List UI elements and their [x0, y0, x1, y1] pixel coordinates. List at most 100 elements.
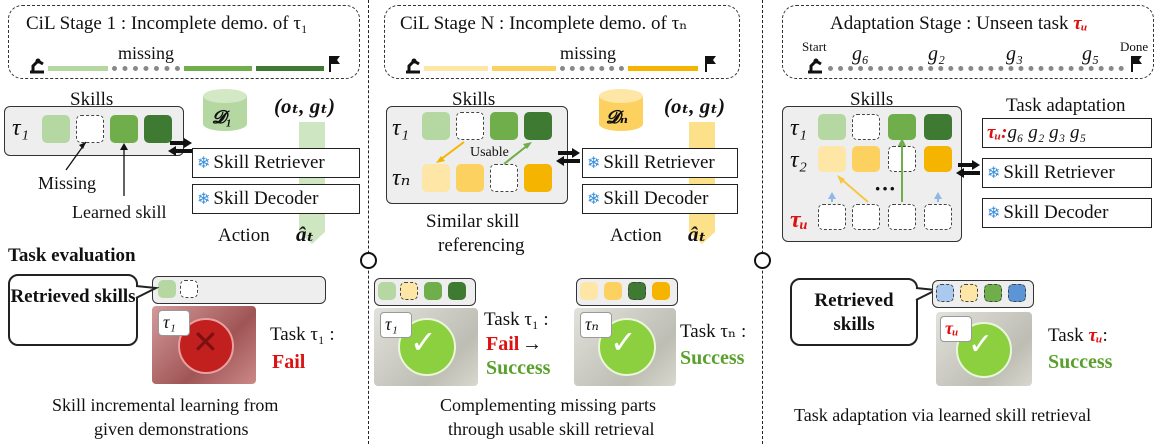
adapt-link-arrow [956, 160, 980, 178]
stageN-photo2-tau: τₙ [585, 314, 599, 334]
frozen-icon: ❄ [587, 155, 601, 172]
check-mark: ✓ [410, 323, 437, 361]
robot-arm-icon [406, 58, 420, 74]
check-mark: ✓ [968, 327, 994, 362]
demo-segment-learned [48, 66, 108, 71]
frozen-icon: ❄ [197, 191, 211, 208]
photo-tau-tag [158, 310, 190, 336]
skill-learned [888, 114, 916, 140]
stageN-task1-success: Success [486, 357, 551, 379]
stageN-flow-arrow-head [689, 232, 715, 244]
stage1-caption-2: given demonstrations [94, 419, 249, 439]
stage1-obs: (oₜ, gₜ) [274, 94, 336, 118]
stageN-caption-2: through usable skill retrieval [448, 419, 655, 439]
goal-flag-icon [1131, 56, 1142, 72]
retrieved-skill-missing [180, 280, 198, 298]
photo-tau-tag [940, 316, 972, 342]
goal-flag-icon [329, 56, 340, 72]
photo-tau-tag [380, 312, 412, 338]
adapt-seq-tau: τᵤ: [987, 122, 1008, 143]
decoder-label: Skill Decoder [213, 188, 319, 209]
adapt-goal: g₃ [1006, 43, 1023, 65]
adapt-start: Start [802, 39, 827, 54]
separator-knot-1 [360, 252, 377, 269]
task-label-colon: : [1102, 325, 1108, 346]
stageN-action: Action [610, 225, 662, 246]
stageN-task1-arrow: → [522, 333, 542, 355]
adapt-skill-retriever: ❄Skill Retriever [982, 158, 1152, 188]
adapt-retrieved-bubble: Retrieved skills [790, 278, 918, 346]
adapt-skill-decoder: ❄Skill Decoder [982, 198, 1152, 228]
adapt-goal: g₆ [852, 43, 869, 65]
stageN-taun: τₙ [392, 165, 411, 191]
skill-learned [422, 164, 450, 192]
retriever-label: Skill Retriever [1003, 162, 1115, 183]
adapt-label: Task adaptation [1006, 95, 1126, 116]
stage1-flow-arrow-head [299, 232, 325, 244]
bubble-text: Retrieved skills [814, 290, 894, 335]
missing-note: Missing [38, 173, 97, 193]
adapt-title-tau: τᵤ [1073, 13, 1088, 34]
decoder-label: Skill Decoder [603, 188, 709, 209]
stageN-task1-fail: Fail [486, 333, 520, 355]
skill-learned [524, 112, 552, 140]
adapt-skill-slot [888, 204, 916, 230]
retriever-label: Skill Retriever [603, 152, 715, 173]
demo-segment-missing [112, 66, 180, 71]
demo-segment-missing [560, 66, 624, 71]
adapt-sequence-box: τᵤ: g₆ g₂ g₃ g₅ [982, 118, 1152, 148]
separator-knot-2 [754, 252, 771, 269]
adapt-skill-slot [924, 204, 952, 230]
stageN-tau1: τ₁ [392, 115, 409, 141]
stageN-task2-result: Success [680, 347, 745, 369]
stage1-dataset: 𝓓₁ [212, 107, 233, 127]
retrieved-skill [984, 284, 1002, 302]
adapt-skill-slot [852, 204, 880, 230]
stage1-result: Fail [272, 351, 306, 373]
goal-flag-icon [705, 56, 716, 72]
adapt-title: Adaptation Stage : Unseen task τᵤ [830, 14, 1087, 33]
demo-segment-learned [256, 66, 324, 71]
demo-segment-learned [628, 66, 698, 71]
dataset-cylinder-icon [203, 89, 247, 131]
adapt-goal: g₂ [928, 43, 945, 65]
stageN-skills-label: Skills [452, 89, 496, 110]
separator-2 [762, 0, 763, 444]
adapt-title-text: Adaptation Stage : Unseen task [830, 13, 1074, 34]
skill-missing [76, 115, 104, 143]
adapt-demo-unknown [828, 66, 1124, 71]
usable-label: Usable [470, 145, 509, 160]
skill-learned [422, 112, 450, 140]
stage1-annotation-arrows [65, 141, 128, 196]
adapt-task-label: Task τᵤ: [1048, 326, 1108, 345]
skill-learned [524, 164, 552, 192]
retrieved-skill [1008, 284, 1026, 302]
separator-1 [368, 0, 369, 444]
skill-missing [456, 112, 484, 140]
skill-missing [852, 114, 880, 140]
adapt-goal: g₅ [1082, 43, 1099, 65]
stage1-action: Action [218, 225, 270, 246]
stageN-action-sym: âₜ [688, 222, 707, 246]
stage1-title: CiL Stage 1 : Incomplete demo. of τ₁ [26, 13, 308, 34]
stageN-missing-label: missing [560, 43, 617, 63]
retrieved-skill [652, 282, 670, 300]
adapt-tau2: τ₂ [790, 147, 807, 173]
adapt-skills-label: Skills [850, 89, 894, 110]
fail-x-mark: ✕ [192, 323, 219, 361]
stageN-task1-label: Task τ₁ : [484, 309, 549, 330]
photo-tau-tag [580, 312, 612, 338]
frozen-icon: ❄ [987, 165, 1001, 182]
stage1-photo-tau: τ₁ [163, 312, 176, 332]
task-label-tau: τᵤ [1088, 325, 1103, 346]
bubble-text: Retrieved skills [10, 286, 136, 307]
stage1-action-sym: âₜ [296, 222, 315, 246]
stage1-task-label: Task τ₁ : [270, 324, 335, 345]
stageN-task2-label: Task τₙ : [680, 321, 747, 342]
robot-arm-icon [808, 58, 822, 74]
frozen-icon: ❄ [587, 191, 601, 208]
retrieved-skill [378, 282, 396, 300]
stageN-photo1-tau: τ₁ [385, 314, 398, 334]
adapt-photo-tau: τᵤ [945, 318, 959, 338]
adapt-skill-slot [818, 204, 846, 230]
